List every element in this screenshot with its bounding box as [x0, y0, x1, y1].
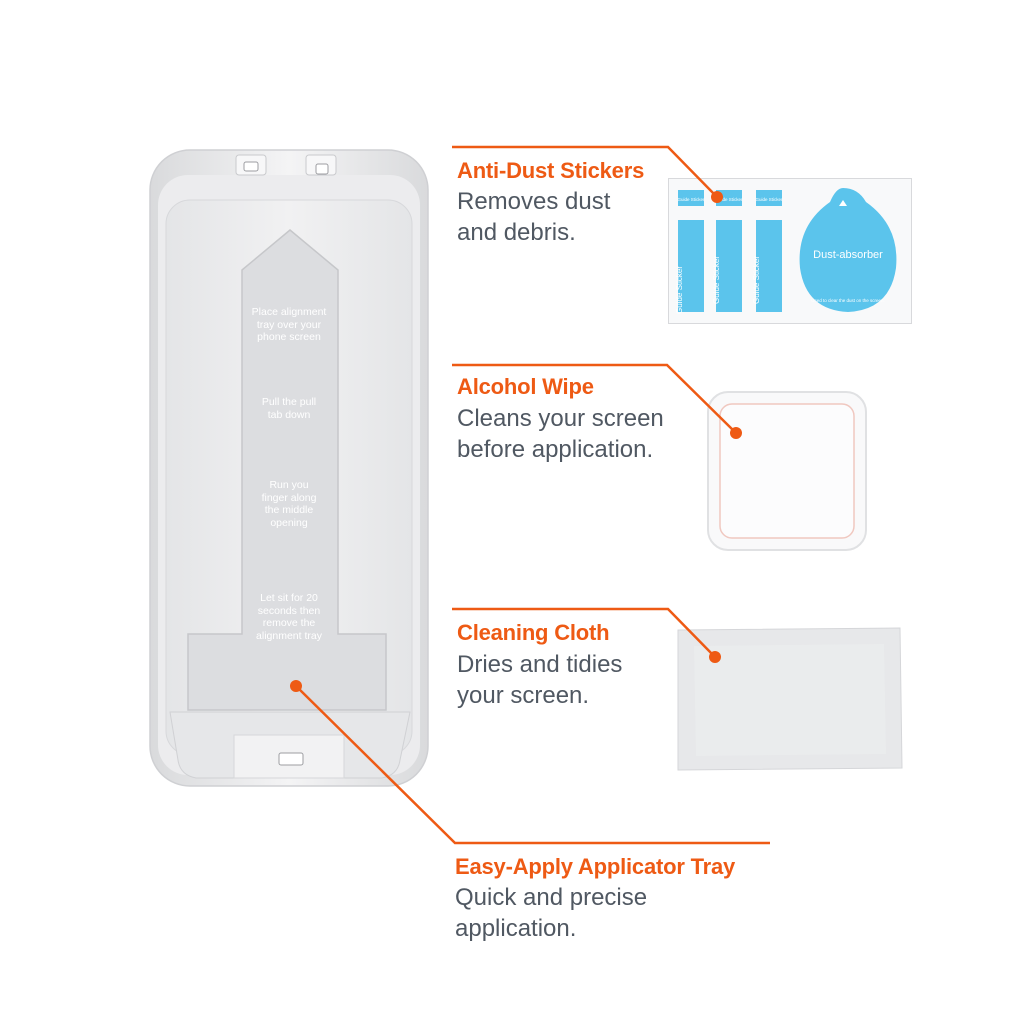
cleaning-cloth-image	[677, 627, 903, 771]
guide-sticker-1	[678, 190, 704, 312]
guide-sticker-label-1: Guide Sticker	[675, 266, 684, 314]
guide-sticker-label-3: Guide Sticker	[752, 256, 761, 304]
anti-dust-marker	[711, 191, 723, 203]
alcohol-wipe-title: Alcohol Wipe	[457, 374, 594, 399]
svg-text:Guide Sticker: Guide Sticker	[677, 197, 705, 202]
cleaning-cloth-title: Cleaning Cloth	[457, 620, 610, 645]
anti-dust-title: Anti-Dust Stickers	[457, 158, 645, 183]
svg-text:Guide Sticker: Guide Sticker	[715, 197, 743, 202]
dust-absorber-label: Dust-absorber	[813, 249, 883, 261]
guide-sticker-2	[716, 190, 742, 312]
dust-absorber-note: Used to clear the dust on the screen.	[811, 298, 885, 303]
guide-sticker-3	[756, 190, 782, 312]
alcohol-wipe-marker	[730, 427, 742, 439]
cleaning-cloth-marker	[709, 651, 721, 663]
alcohol-wipe-image	[707, 391, 867, 551]
svg-text:Guide Sticker: Guide Sticker	[755, 197, 783, 202]
anti-dust-sticker-card: Guide Sticker Guide Sticker Guide Sticke…	[668, 178, 912, 324]
tray-marker	[290, 680, 302, 692]
tray-title: Easy-Apply Applicator Tray	[455, 854, 736, 879]
guide-sticker-label-2: Guide Sticker	[712, 256, 721, 304]
